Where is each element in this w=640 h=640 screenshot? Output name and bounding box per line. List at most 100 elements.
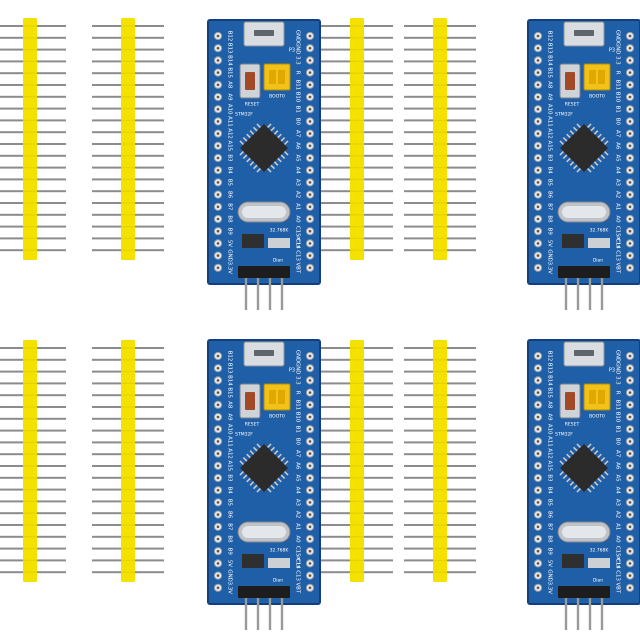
pin-label-left: A15	[227, 141, 233, 152]
header-segment-line	[433, 441, 447, 443]
pin-label-left: 5V	[547, 560, 553, 567]
pin-label-right: C14	[295, 558, 301, 569]
reset-label: RESET	[245, 422, 260, 428]
header-segment-line	[350, 512, 364, 514]
header-segment-line	[433, 155, 447, 157]
header-segment-line	[121, 536, 135, 538]
pin-label-right: A6	[615, 462, 621, 470]
pin-label-right: B0	[295, 438, 301, 446]
header-segment-line	[121, 524, 135, 526]
header-segment-line	[433, 84, 447, 86]
header-segment-line	[121, 406, 135, 408]
boot-jumper-icon	[263, 383, 291, 411]
header-segment-line	[121, 453, 135, 455]
pin-hole	[216, 120, 220, 123]
pin-label-right: C13	[295, 570, 301, 581]
pin-label-right: A2	[615, 511, 621, 518]
header-segment-line	[350, 359, 364, 361]
pin-hole	[628, 391, 632, 394]
pin-label-left: B4	[547, 167, 553, 175]
header-segment-line	[23, 441, 37, 443]
pin-label-right: B10	[615, 92, 621, 103]
pin-hole	[536, 427, 540, 431]
header-segment-line	[433, 60, 447, 62]
pin-label-left: B3	[547, 474, 553, 481]
chip-body	[240, 124, 288, 172]
header-segment-line	[121, 119, 135, 121]
header-segment-line	[23, 418, 37, 420]
pin-hole	[308, 562, 312, 565]
pin-label-right: A1	[615, 203, 621, 210]
pin-label-left: B5	[547, 179, 553, 186]
pin-label-right: R	[615, 71, 621, 75]
header-segment-line	[433, 465, 447, 467]
regulator-icon	[562, 234, 584, 248]
header-segment-line	[433, 131, 447, 133]
pin-label-right: A6	[295, 142, 301, 150]
pin-label-left: B15	[227, 387, 233, 398]
header-segment-line	[433, 430, 447, 432]
header-plastic-strip	[23, 340, 37, 582]
pin-hole	[628, 513, 632, 516]
pin-hole	[628, 59, 632, 62]
pin-label-right: A0	[295, 535, 301, 543]
led-label: PC13	[295, 556, 301, 568]
pin-label-right: A7	[615, 450, 621, 457]
pin-label-right: 3.3	[295, 56, 301, 65]
pin-hole	[628, 266, 632, 270]
pin-hole	[308, 574, 312, 577]
header-segment-line	[433, 359, 447, 361]
pin-hole	[628, 354, 632, 358]
header-segment-line	[350, 25, 364, 27]
header-segment-line	[121, 394, 135, 396]
crystal-highlight	[562, 206, 606, 218]
header-segment-line	[121, 190, 135, 192]
board-name: Dian	[593, 578, 603, 584]
header-segment-line	[350, 418, 364, 420]
header-segment-line	[433, 571, 447, 573]
header-segment-line	[433, 72, 447, 74]
pin-hole	[216, 537, 220, 541]
header-segment-line	[433, 489, 447, 491]
chip-body	[560, 444, 608, 492]
swd-pin	[564, 596, 568, 630]
pin-hole	[536, 120, 540, 123]
header-segment-line	[350, 548, 364, 550]
pin-label-right: A7	[615, 130, 621, 137]
pin-label-left: B5	[227, 179, 233, 186]
pin-label-right: A4	[615, 167, 621, 175]
pin-hole	[628, 254, 632, 257]
led-label: PC13	[615, 556, 621, 568]
pin-hole	[308, 266, 312, 270]
pin-hole	[628, 217, 632, 221]
board-name: Dian	[273, 258, 283, 264]
header-segment-line	[121, 418, 135, 420]
pin-hole	[628, 46, 632, 50]
pin-hole	[216, 71, 220, 74]
usb-label: P3	[609, 368, 615, 374]
header-segment-line	[350, 108, 364, 110]
pin-label-left: B7	[547, 523, 553, 530]
pin-hole	[216, 254, 220, 257]
pin-label-left: GND	[227, 249, 233, 261]
pin-label-left: B5	[227, 499, 233, 506]
header-segment-line	[350, 178, 364, 180]
swd-pin	[280, 276, 284, 310]
pin-hole	[628, 83, 632, 87]
header-segment-line	[23, 167, 37, 169]
pin-hole	[308, 120, 312, 123]
pin-label-left: A12	[227, 128, 233, 139]
pin-hole	[216, 452, 220, 455]
pin-hole	[308, 427, 312, 431]
header-segment-line	[121, 489, 135, 491]
header-segment-line	[23, 359, 37, 361]
header-segment-line	[433, 536, 447, 538]
header-segment-line	[23, 131, 37, 133]
header-segment-line	[433, 108, 447, 110]
header-segment-line	[350, 72, 364, 74]
chip-body	[240, 444, 288, 492]
pin-label-right: A2	[615, 191, 621, 198]
header-segment-line	[23, 119, 37, 121]
pin-label-right: A5	[295, 154, 301, 161]
pin-hole	[536, 205, 540, 209]
